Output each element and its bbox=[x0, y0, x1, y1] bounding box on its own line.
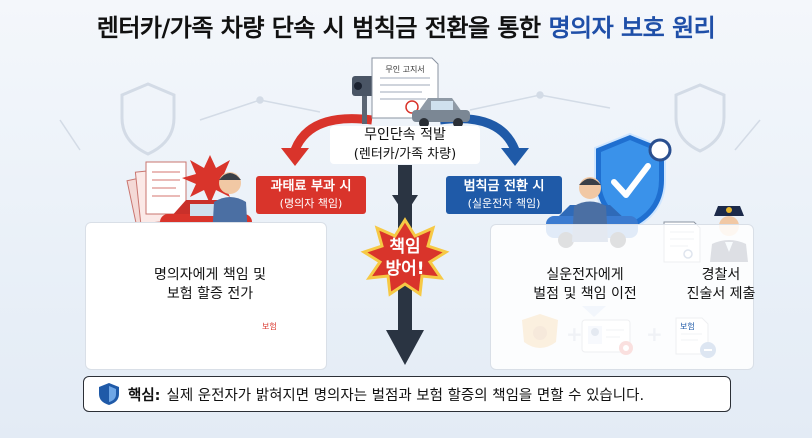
police-label-line1: 경찰서 bbox=[701, 267, 741, 283]
key-message-label: 핵심: bbox=[128, 387, 161, 404]
decor-network bbox=[59, 91, 761, 151]
center-line2: 방어! bbox=[385, 259, 425, 279]
left-banner-sub: (명의자 책임) bbox=[279, 197, 343, 210]
title-highlight: 명의자 보호 원리 bbox=[548, 14, 716, 42]
left-description: 명의자에게 책임 및 보험 할증 전가 bbox=[110, 266, 310, 304]
right-doc-label: 보험 bbox=[680, 322, 695, 331]
title-main: 렌터카/가족 차량 단속 시 범칙금 전환을 통한 bbox=[96, 14, 541, 42]
police-label-line2: 진술서 제출 bbox=[686, 286, 756, 302]
key-message-text: 실제 운전자가 밝혀지면 명의자는 벌점과 보험 할증의 책임을 면할 수 있습… bbox=[166, 387, 645, 404]
notice-paper-icon bbox=[371, 57, 439, 119]
left-result-box bbox=[85, 222, 327, 370]
left-banner: 과태료 부과 시 (명의자 책임) bbox=[256, 176, 366, 214]
left-banner-title: 과태료 부과 시 bbox=[270, 179, 352, 194]
notice-paper-label: 무인 고지서 bbox=[385, 65, 425, 74]
left-curved-arrow bbox=[290, 114, 373, 152]
center-burst-text: 책임 방어! bbox=[370, 236, 440, 280]
right-result-box bbox=[490, 224, 754, 370]
top-car-icon bbox=[412, 98, 470, 128]
left-doc-label: 보험 bbox=[262, 322, 277, 331]
shield-icon bbox=[99, 383, 119, 405]
top-label: 무인단속 적발 (렌터카/가족 차량) bbox=[330, 126, 480, 164]
right-desc-line2: 벌점 및 책임 이전 bbox=[533, 286, 637, 302]
decor-shield-left-icon bbox=[120, 82, 176, 156]
police-label: 경찰서 진술서 제출 bbox=[676, 266, 766, 304]
top-label-line2: (렌터카/가족 차량) bbox=[353, 147, 457, 162]
center-burst-icon bbox=[360, 217, 450, 297]
right-banner: 범칙금 전환 시 (실운전자 책임) bbox=[446, 176, 562, 214]
top-label-line1: 무인단속 적발 bbox=[364, 127, 446, 143]
protection-shield-icon bbox=[594, 132, 672, 232]
right-banner-title: 범칙금 전환 시 bbox=[463, 179, 545, 194]
center-line1: 책임 bbox=[389, 237, 421, 257]
right-banner-sub: (실운전자 책임) bbox=[467, 197, 541, 210]
page-title: 렌터카/가족 차량 단속 시 범칙금 전환을 통한 명의자 보호 원리 bbox=[0, 8, 812, 43]
right-description: 실운전자에게 벌점 및 책임 이전 bbox=[510, 266, 660, 304]
paper-stack-icon bbox=[126, 161, 187, 233]
left-desc-line2: 보험 할증 전가 bbox=[166, 286, 254, 302]
left-desc-line1: 명의자에게 책임 및 bbox=[154, 267, 266, 283]
right-desc-line1: 실운전자에게 bbox=[546, 267, 624, 283]
decor-shield-right-icon bbox=[674, 83, 726, 153]
key-message-bar: 핵심: 실제 운전자가 밝혀지면 명의자는 벌점과 보험 할증의 책임을 면할 … bbox=[83, 376, 731, 412]
